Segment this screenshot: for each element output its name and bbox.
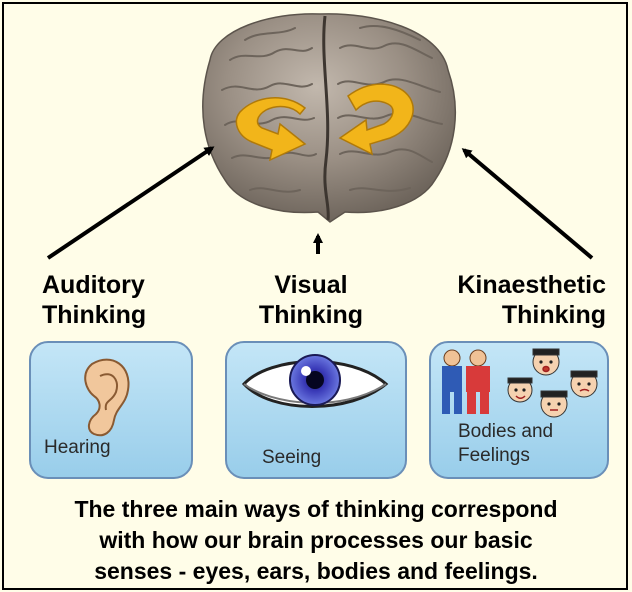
caption-line1: The three main ways of thinking correspo… (12, 494, 620, 525)
kinaesthetic-line2: Thinking (450, 300, 606, 330)
auditory-line1: Auditory (42, 270, 146, 300)
hearing-label: Hearing (44, 436, 111, 460)
kinaesthetic-line1: Kinaesthetic (450, 270, 606, 300)
caption-line2: with how our brain processes our basic (12, 525, 620, 556)
caption: The three main ways of thinking correspo… (12, 494, 620, 587)
arrow-auditory (48, 148, 212, 258)
visual-thinking-label: Visual Thinking (256, 270, 366, 330)
bodies-label-line2: Feelings (458, 444, 553, 468)
bodies-feelings-label: Bodies and Feelings (458, 420, 553, 468)
seeing-label: Seeing (262, 446, 321, 470)
kinaesthetic-thinking-label: Kinaesthetic Thinking (450, 270, 606, 330)
bodies-label-line1: Bodies and (458, 420, 553, 444)
auditory-line2: Thinking (42, 300, 146, 330)
visual-line2: Thinking (256, 300, 366, 330)
caption-line3: senses - eyes, ears, bodies and feelings… (12, 556, 620, 587)
visual-line1: Visual (256, 270, 366, 300)
arrow-kinaesthetic (464, 150, 592, 258)
auditory-thinking-label: Auditory Thinking (42, 270, 146, 330)
